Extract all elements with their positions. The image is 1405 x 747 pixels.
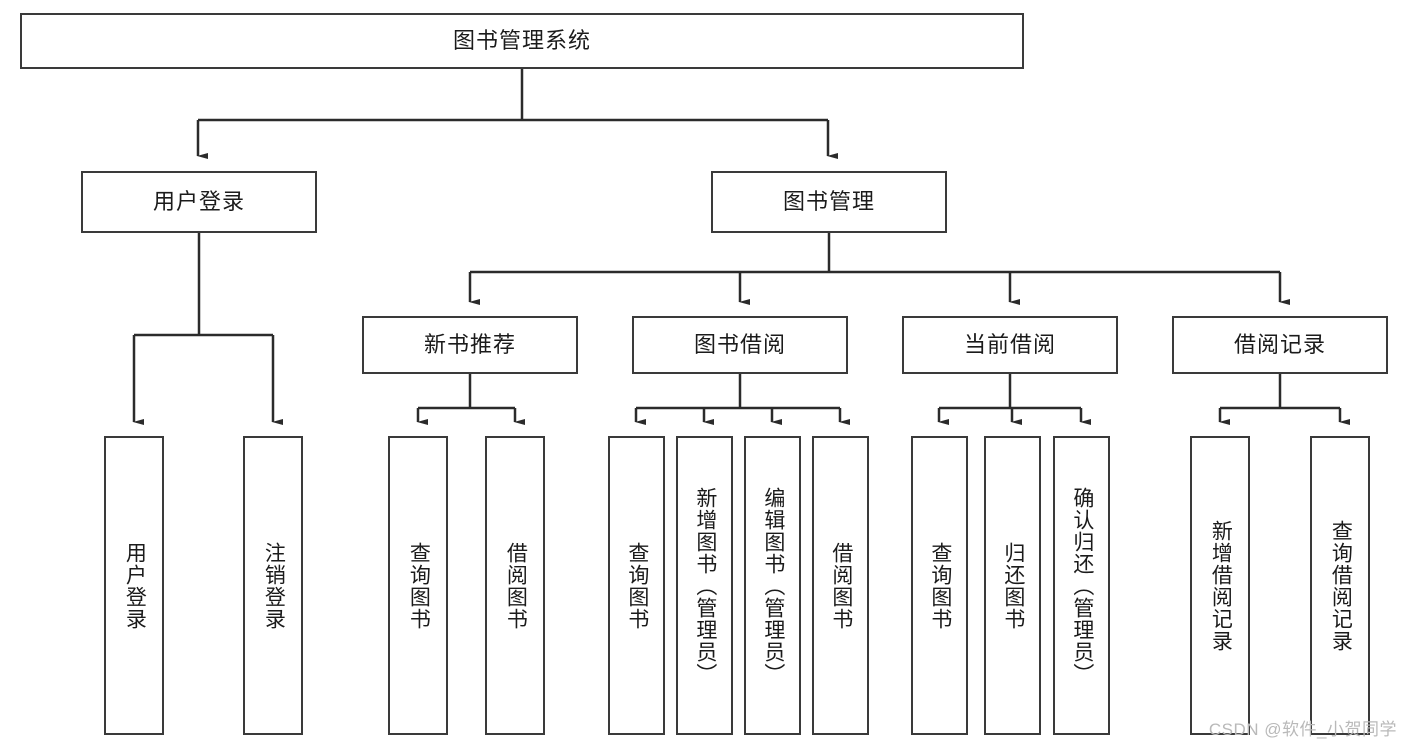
node-book-manage[interactable]: 图书管理 [711, 171, 947, 233]
node-leaf-borrow-book-1-label: 借阅图书 [504, 541, 528, 630]
node-leaf-add-record[interactable]: 新增借阅记录 [1190, 436, 1250, 735]
node-user-login[interactable]: 用户登录 [81, 171, 317, 233]
node-root[interactable]: 图书管理系统 [20, 13, 1024, 69]
node-new-book-recommend-label: 新书推荐 [423, 331, 516, 357]
node-leaf-edit-book-label: 编辑图书（管理员） [761, 486, 785, 685]
node-leaf-query-book-1-label: 查询图书 [407, 541, 431, 630]
node-leaf-borrow-book-1[interactable]: 借阅图书 [485, 436, 545, 735]
node-leaf-return-book-label: 归还图书 [1001, 541, 1025, 630]
node-leaf-query-book-1[interactable]: 查询图书 [388, 436, 448, 735]
node-book-manage-label: 图书管理 [782, 188, 875, 214]
node-leaf-add-book[interactable]: 新增图书（管理员） [676, 436, 733, 735]
node-leaf-add-record-label: 新增借阅记录 [1209, 519, 1233, 652]
node-leaf-confirm-return-label: 确认归还（管理员） [1070, 486, 1094, 685]
watermark-label: CSDN @软件_小贺同学 [1208, 720, 1397, 739]
node-current-borrow[interactable]: 当前借阅 [902, 316, 1118, 374]
node-leaf-query-book-2-label: 查询图书 [625, 541, 649, 630]
node-leaf-query-book-3[interactable]: 查询图书 [911, 436, 968, 735]
node-leaf-user-login[interactable]: 用户登录 [104, 436, 164, 735]
node-borrow-record-label: 借阅记录 [1233, 331, 1326, 357]
node-leaf-user-logout-label: 注销登录 [262, 541, 286, 630]
node-current-borrow-label: 当前借阅 [963, 331, 1056, 357]
node-new-book-recommend[interactable]: 新书推荐 [362, 316, 578, 374]
node-leaf-query-record-label: 查询借阅记录 [1329, 519, 1353, 652]
node-root-label: 图书管理系统 [452, 27, 591, 53]
node-book-borrow[interactable]: 图书借阅 [632, 316, 848, 374]
node-leaf-query-book-3-label: 查询图书 [928, 541, 952, 630]
node-leaf-user-logout[interactable]: 注销登录 [243, 436, 303, 735]
node-leaf-query-record[interactable]: 查询借阅记录 [1310, 436, 1370, 735]
node-leaf-borrow-book-2[interactable]: 借阅图书 [812, 436, 869, 735]
node-leaf-confirm-return[interactable]: 确认归还（管理员） [1053, 436, 1110, 735]
node-leaf-edit-book[interactable]: 编辑图书（管理员） [744, 436, 801, 735]
node-borrow-record[interactable]: 借阅记录 [1172, 316, 1388, 374]
node-leaf-query-book-2[interactable]: 查询图书 [608, 436, 665, 735]
node-leaf-add-book-label: 新增图书（管理员） [693, 486, 717, 685]
node-leaf-return-book[interactable]: 归还图书 [984, 436, 1041, 735]
node-leaf-borrow-book-2-label: 借阅图书 [829, 541, 853, 630]
node-leaf-user-login-label: 用户登录 [123, 541, 147, 630]
node-user-login-label: 用户登录 [152, 188, 245, 214]
node-book-borrow-label: 图书借阅 [693, 331, 786, 357]
